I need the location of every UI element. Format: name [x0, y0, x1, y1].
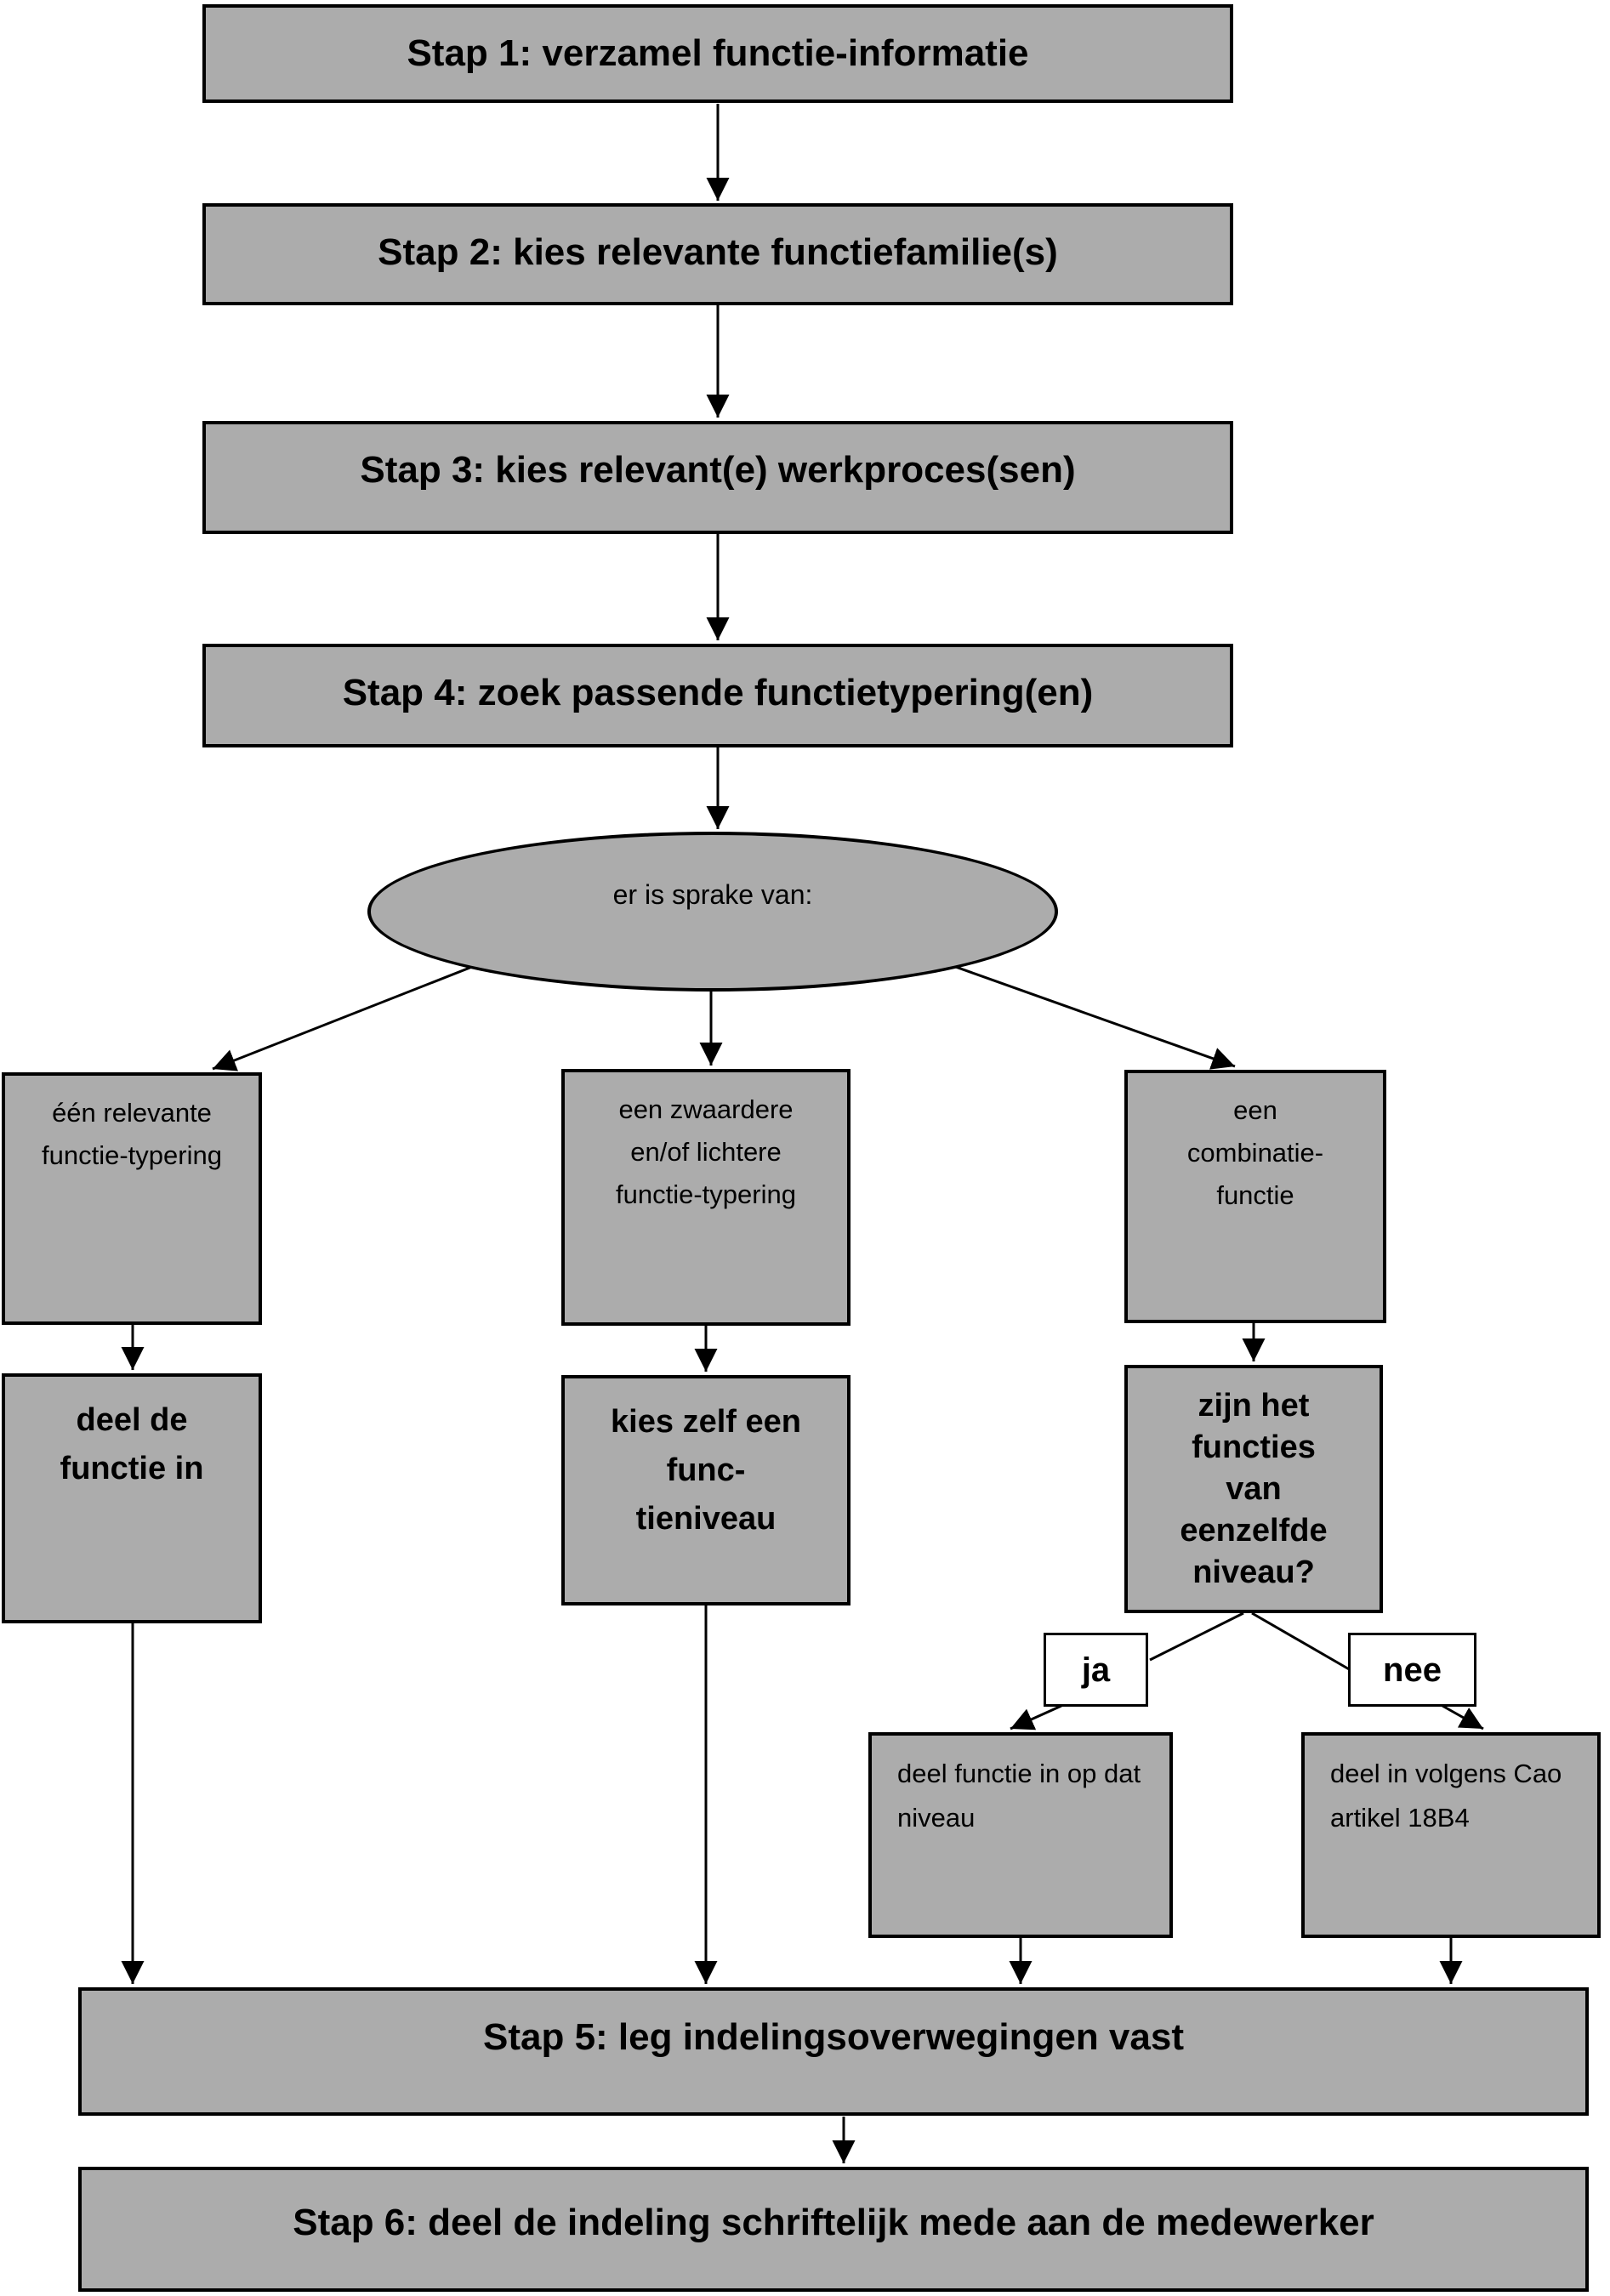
- result-ja-box: deel functie in op dat niveau: [868, 1732, 1173, 1938]
- step-2-box: Stap 2: kies relevante functiefamilie(s): [202, 203, 1233, 305]
- question-same-level-box: zijn het functies van eenzelfde niveau?: [1124, 1365, 1383, 1613]
- branch-single-typering-box: één relevante functie-typering: [2, 1072, 262, 1325]
- step-3-box: Stap 3: kies relevant(e) werkproces(sen): [202, 421, 1233, 534]
- branch-combination-box: een combinatie- functie: [1124, 1070, 1386, 1323]
- step-4-box: Stap 4: zoek passende functietypering(en…: [202, 644, 1233, 747]
- action-choose-level-box: kies zelf een func- tieniveau: [561, 1375, 851, 1605]
- step-5-box: Stap 5: leg indelingsoverwegingen vast: [78, 1987, 1589, 2116]
- arrow-ellipse-branch-single: [212, 963, 477, 1071]
- arrow-ellipse-branch-combination: [950, 963, 1236, 1070]
- label-nee-box: nee: [1348, 1633, 1476, 1707]
- decision-ellipse: er is sprake van:: [367, 832, 1058, 992]
- branch-heavier-lighter-box: een zwaardere en/of lichtere functie-typ…: [561, 1069, 851, 1326]
- arrow-ja-result: [1010, 1704, 1062, 1731]
- line-question-nee: [1251, 1611, 1351, 1672]
- result-nee-box: deel in volgens Cao artikel 18B4: [1301, 1732, 1601, 1938]
- step-6-box: Stap 6: deel de indeling schriftelijk me…: [78, 2167, 1589, 2292]
- action-classify-box: deel de functie in: [2, 1373, 262, 1623]
- arrow-nee-result: [1442, 1704, 1484, 1731]
- label-ja-box: ja: [1044, 1633, 1148, 1707]
- line-question-ja: [1149, 1611, 1244, 1662]
- step-1-box: Stap 1: verzamel functie-informatie: [202, 4, 1233, 103]
